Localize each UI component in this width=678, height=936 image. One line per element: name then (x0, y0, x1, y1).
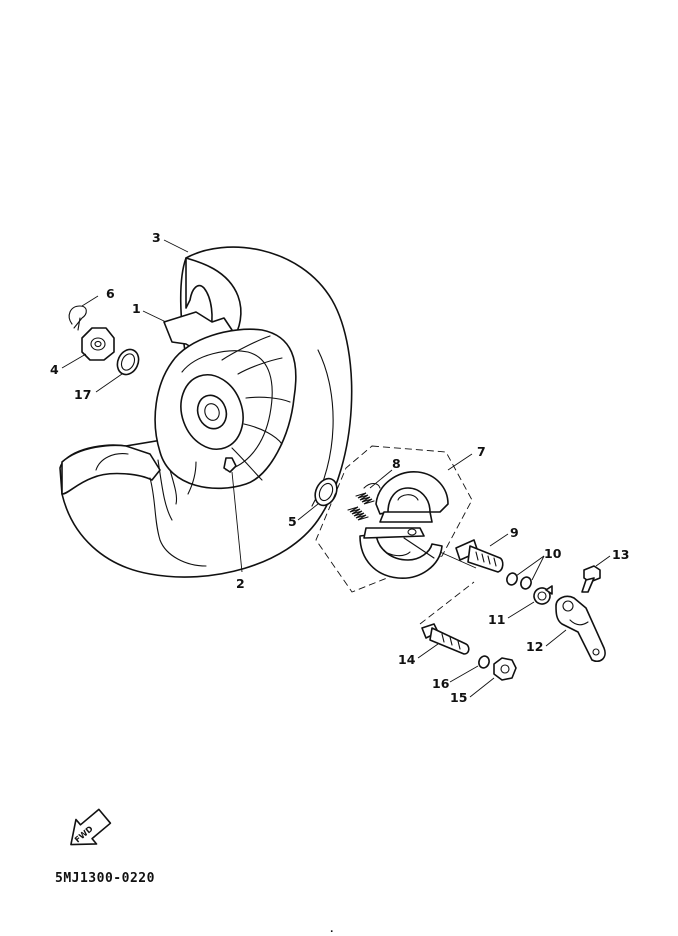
nut-part-4[interactable] (81, 327, 115, 361)
callout-4: 4 (50, 362, 59, 377)
callout-5: 5 (288, 514, 297, 529)
callout-8: 8 (392, 456, 401, 471)
nut-part-15[interactable] (493, 657, 517, 681)
callout-14: 14 (398, 652, 416, 667)
callout-15: 15 (450, 690, 467, 705)
collar-part-17[interactable] (113, 346, 142, 378)
cam-lever-part-12[interactable] (555, 595, 606, 663)
washer-part-16[interactable] (477, 655, 491, 670)
callout-16: 16 (432, 676, 450, 691)
callout-11: 11 (488, 612, 505, 627)
callout-2: 2 (236, 576, 245, 591)
callout-6: 6 (106, 286, 115, 301)
cotter-pin-part-6[interactable] (68, 305, 87, 331)
callout-13: 13 (612, 547, 629, 562)
leader-lines (61, 239, 611, 698)
axle-part-14[interactable] (419, 581, 475, 655)
camshaft-part-9[interactable] (439, 539, 504, 573)
brake-shoe-kit-part-7[interactable] (315, 445, 473, 593)
wheel-rim-part-1[interactable] (154, 311, 297, 505)
bolt-part-13[interactable] (581, 565, 601, 593)
bottom-mark: . (330, 925, 333, 935)
indicator-plate-part-11[interactable] (532, 585, 553, 607)
fwd-arrow-icon: FWD (70, 808, 112, 846)
valve-part-2[interactable] (223, 457, 243, 573)
diagram-code: 5MJ1300-0220 (55, 871, 155, 886)
spring-part-8[interactable] (347, 482, 435, 559)
oil-seal-part-5[interactable] (311, 475, 341, 509)
callouts: 3 6 1 4 17 7 8 5 9 10 13 2 11 12 14 16 1… (50, 230, 629, 705)
callout-1: 1 (132, 301, 141, 316)
callout-17: 17 (74, 387, 91, 402)
callout-7: 7 (477, 444, 486, 459)
callout-10: 10 (544, 546, 562, 561)
callout-9: 9 (510, 525, 519, 540)
callout-12: 12 (526, 639, 543, 654)
callout-3: 3 (152, 230, 161, 245)
washer-part-10[interactable] (505, 572, 533, 591)
